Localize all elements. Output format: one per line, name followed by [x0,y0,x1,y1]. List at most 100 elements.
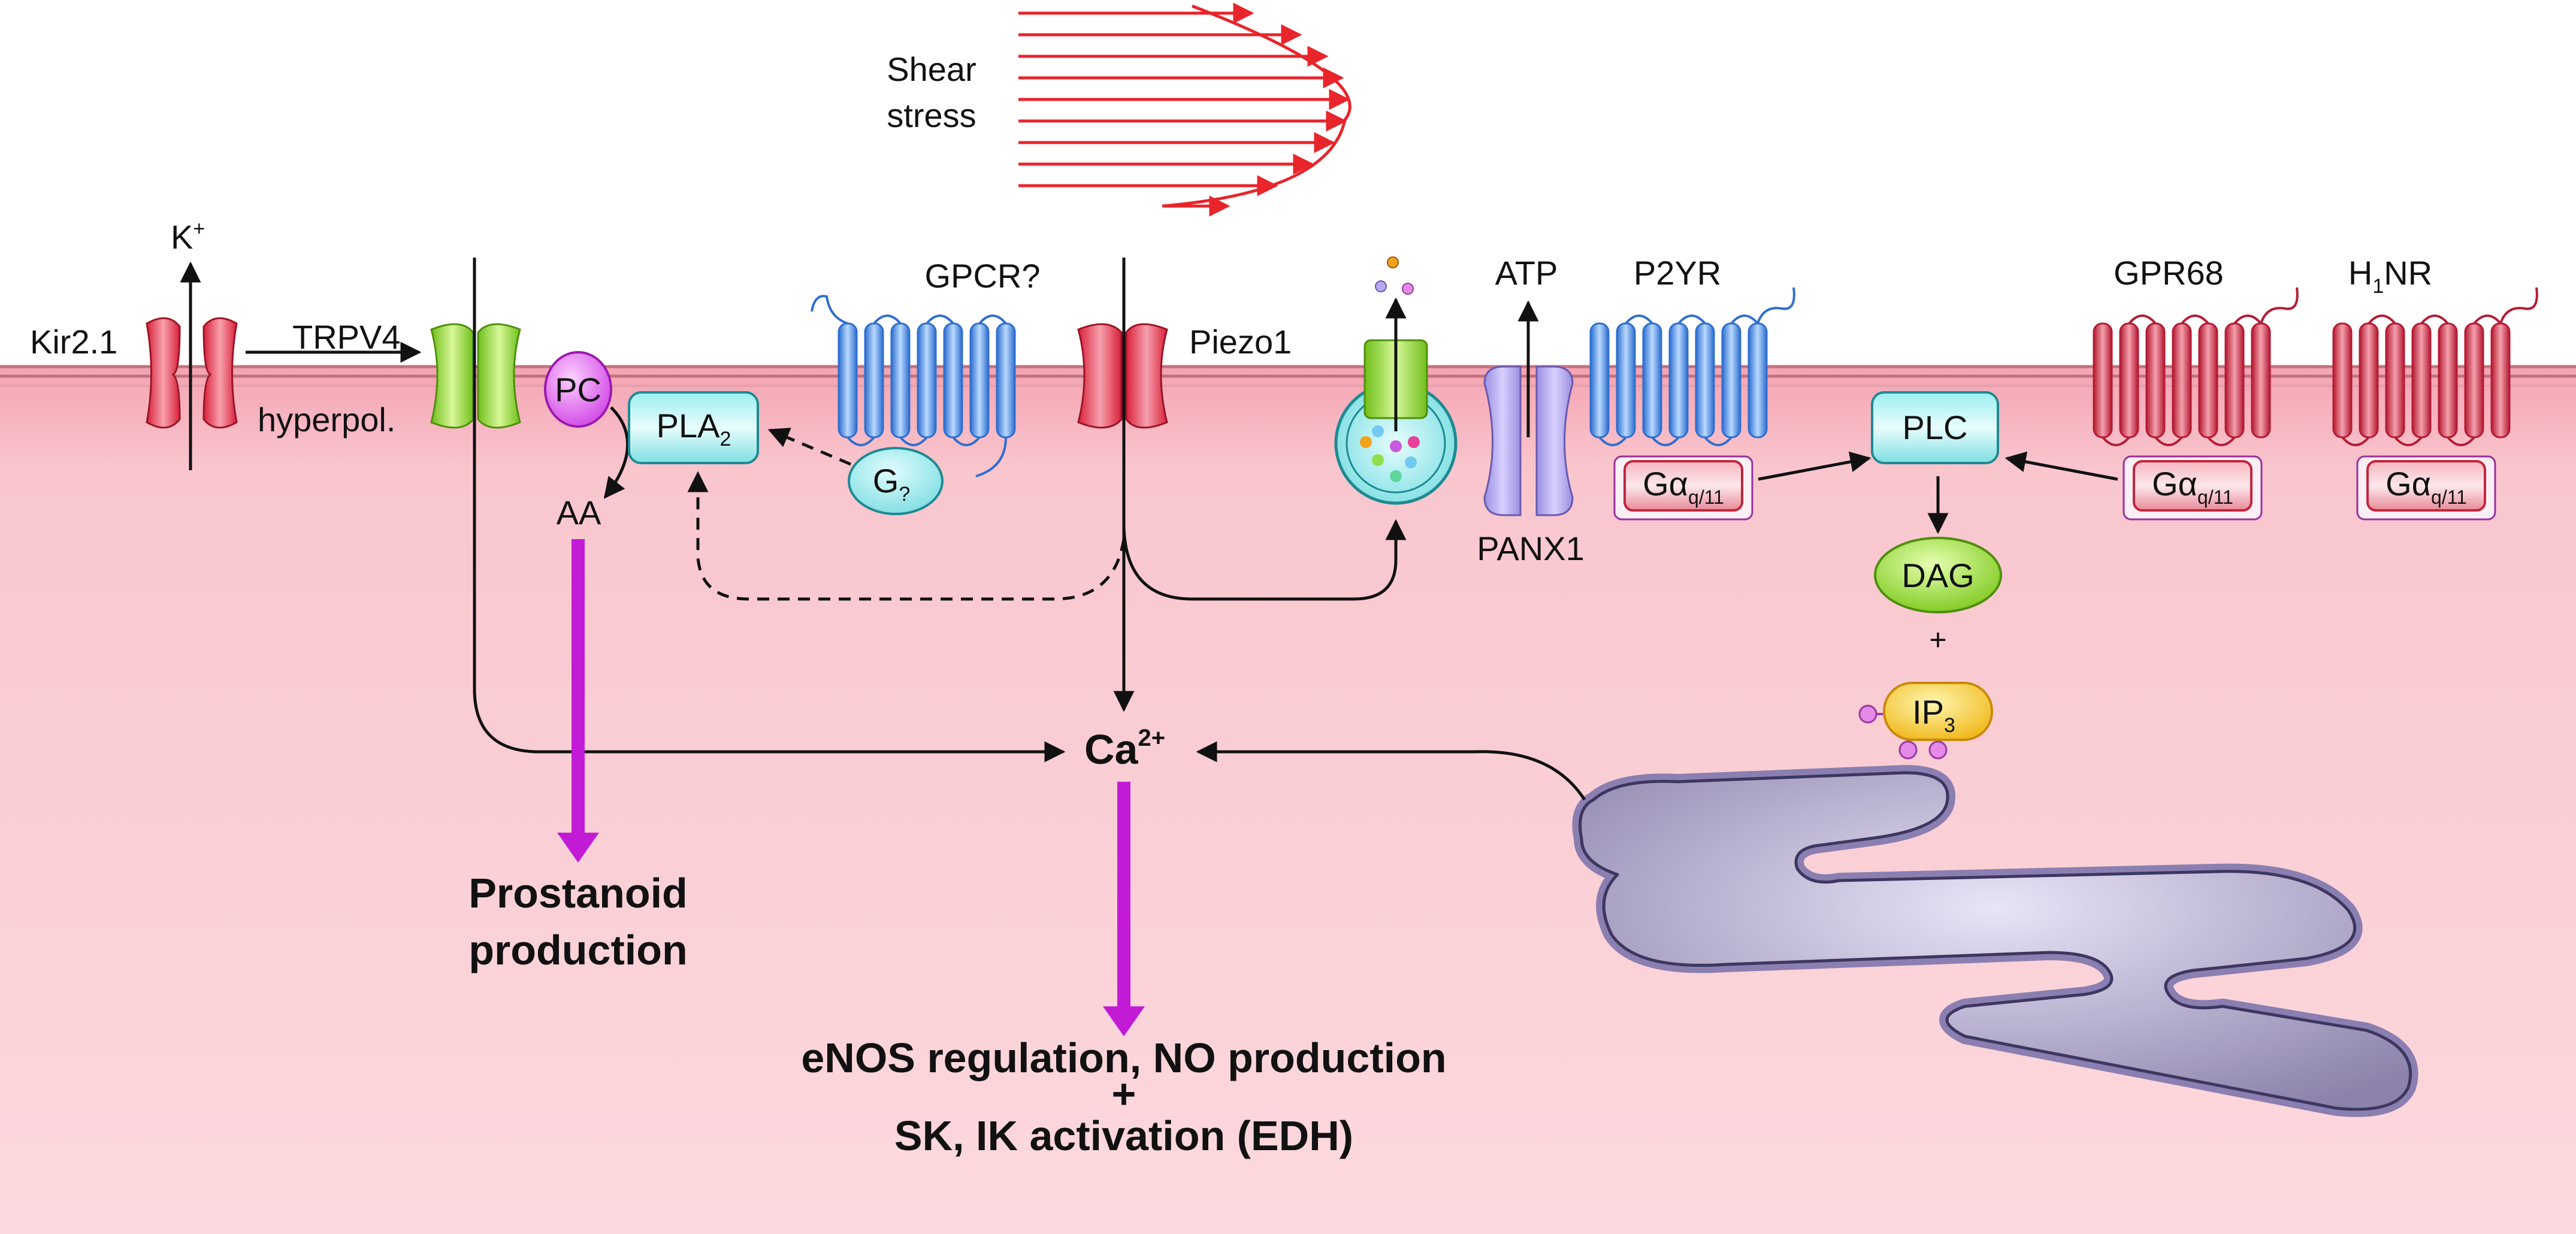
potassium-label: K+ [171,217,205,256]
h1-receptor [2332,287,2538,446]
outcome-line1: eNOS regulation, NO production [801,1035,1446,1081]
receptor-loop [899,436,928,446]
h1nr-label: H1NR [2348,254,2432,298]
transmembrane-helix [837,322,858,438]
dag-ip3-plus: + [1929,623,1946,657]
receptor-loop [2394,436,2423,446]
receptor-loop [2368,314,2396,325]
receptor-loop [2128,314,2157,325]
receptor-c-terminus [975,437,1007,477]
receptor-loop [1704,436,1733,446]
pla2-label: PLA2 [657,407,731,450]
outcome-line2: SK, IK activation (EDH) [894,1112,1353,1159]
trpv4-calcium-path [473,258,1066,763]
transmembrane-helix [2093,322,2113,438]
receptor-loop [952,436,981,446]
transmembrane-helix [2145,322,2166,438]
g-unknown-protein [848,447,944,515]
dag-molecule [1874,537,2002,613]
transmembrane-helix [1616,322,1636,438]
trpv4-channel [430,323,521,429]
transmembrane-helix [2359,322,2379,438]
prostanoid-label-line2: production [468,927,687,973]
calcium-outcome-arrowhead [1103,1006,1145,1036]
receptor-loop [2233,314,2262,325]
transmembrane-helix [864,322,884,438]
transmembrane-helix [1589,322,1610,438]
receptor-loop [2420,314,2449,325]
transmembrane-helix [1642,322,1662,438]
gaq-p2yr-inner [1623,460,1743,512]
outcome-plus: + [1112,1070,1136,1117]
gpr68-receptor [2093,287,2299,446]
transmembrane-helix [2198,322,2218,438]
gaq-to-plc-arrow-right [2004,451,2118,481]
endoplasmic-reticulum [1572,765,2418,1117]
gaq-gpr68-inner [2133,460,2253,512]
transmembrane-helix [1721,322,1741,438]
receptor-loop [1625,314,1653,325]
ip3-molecule [1858,682,1993,760]
receptor-n-terminus [811,295,848,325]
er-to-calcium-arrow [1196,741,1586,801]
gpcr-unknown-label: GPCR? [925,257,1041,295]
atp-label: ATP [1495,254,1558,292]
panx1-label: PANX1 [1477,530,1584,567]
prostanoid-label-line1: Prostanoid [468,870,688,917]
receptor-c-terminus [2499,287,2538,324]
kir21-channel [146,317,238,429]
gaq-gpr68-label: Gαq/11 [2152,465,2233,508]
transmembrane-helix [2464,322,2484,438]
receptor-loop [2102,436,2130,446]
receptor-loop [2207,436,2236,446]
transmembrane-helix [2332,322,2353,438]
transmembrane-helix [1668,322,1689,438]
panx1-channel [1483,365,1574,516]
ip3-label: IP3 [1912,693,1955,737]
receptor-loop [846,436,875,446]
piezo1-label: Piezo1 [1189,323,1292,361]
gpr68-label: GPR68 [2114,254,2224,292]
gaq-p2yr-label: Gαq/11 [1643,465,1724,508]
transmembrane-helix [1747,322,1768,438]
receptor-loop [978,314,1007,325]
receptor-loop [1598,436,1627,446]
prostanoid-arrowhead [557,833,599,863]
g-to-pla2-dashed-arrow [767,428,851,466]
gaq-h1nr-label: Gαq/11 [2385,465,2467,508]
transmembrane-helix [969,322,990,438]
receptor-loop [926,314,954,325]
pc-label: PC [555,371,601,409]
receptor-loop [1651,436,1680,446]
transmembrane-helix [917,322,937,438]
p2y-receptor [1589,287,1795,446]
transmembrane-helix [2411,322,2432,438]
transmembrane-helix [1695,322,1715,438]
gaq-to-plc-arrow-left [1758,451,1871,481]
transmembrane-helix [890,322,911,438]
g-unknown-label: G? [873,462,910,506]
gaq-h1nr-inner [2366,460,2486,512]
shear-stress-label-line2: stress [887,96,976,134]
receptor-loop [2154,436,2183,446]
pc-lipid [544,351,612,428]
transmembrane-helix [943,322,963,438]
pc-to-aa-arrow [603,406,630,499]
transmembrane-helix [2224,322,2245,438]
piezo1-to-vesicle-arrow [1122,519,1407,601]
hyperpol-label: hyperpol. [258,401,395,438]
receptor-loop [2473,314,2502,325]
transmembrane-helix [2490,322,2511,438]
piezo1-channel [1077,323,1168,429]
dag-label: DAG [1901,556,1974,594]
kir21-label: Kir2.1 [30,323,117,361]
shear-stress-label-line1: Shear [887,50,976,88]
plc-label: PLC [1903,409,1968,446]
transmembrane-helix [2119,322,2139,438]
shear-stress-profile [1018,2,1352,217]
plc-enzyme [1871,391,1999,464]
receptor-c-terminus [1756,287,1795,324]
transmembrane-helix [2438,322,2458,438]
receptor-loop [2341,436,2370,446]
